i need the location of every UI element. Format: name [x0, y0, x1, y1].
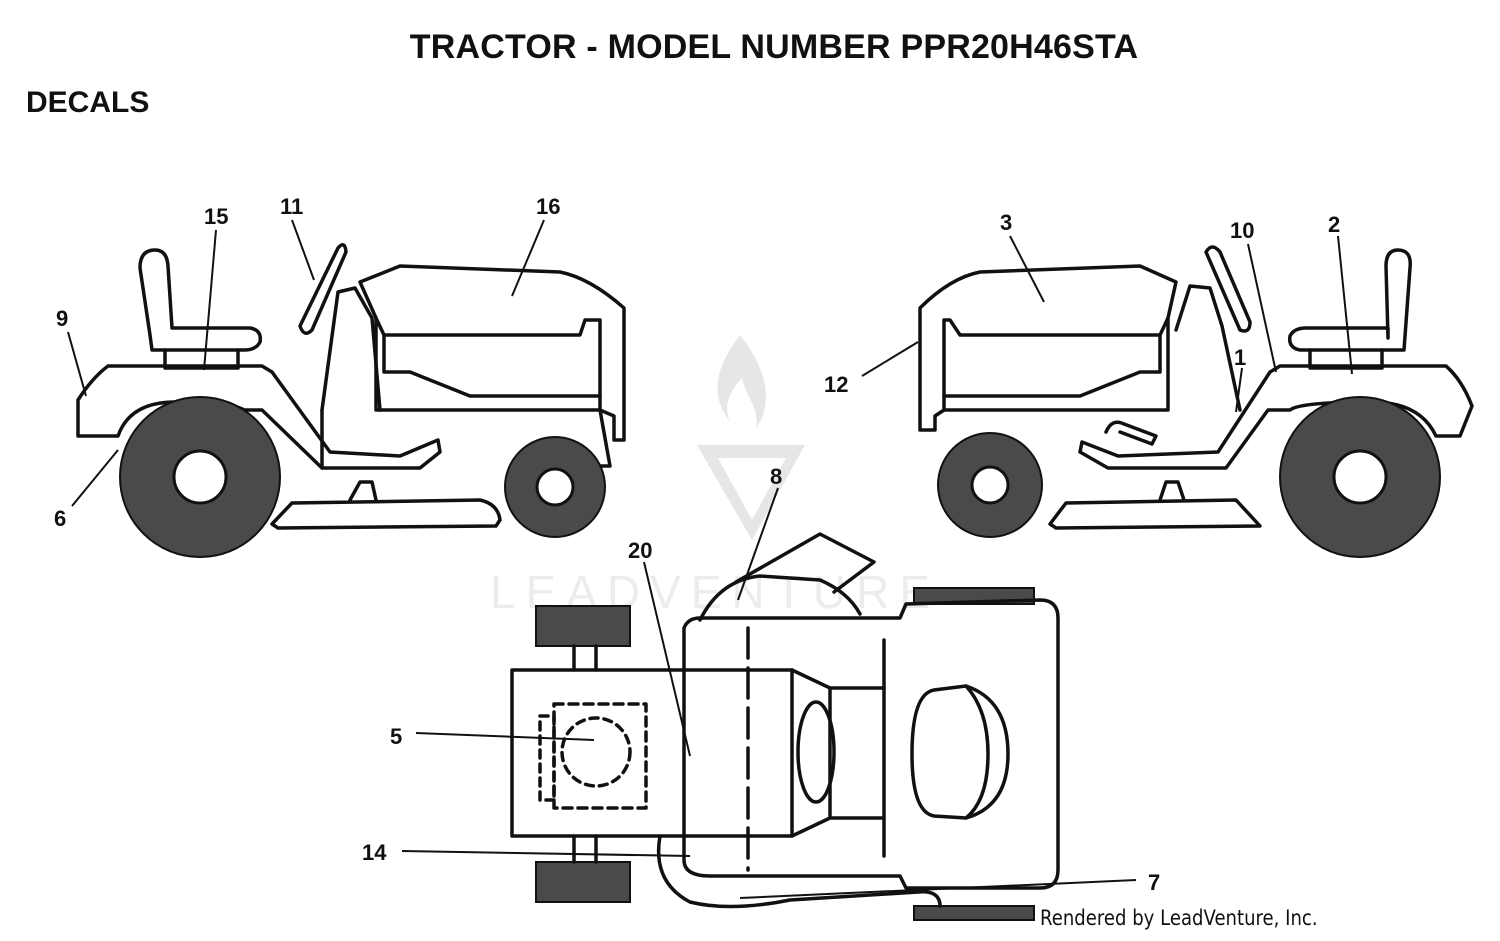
top-seat — [910, 684, 1010, 820]
callout-7: 7 — [1148, 870, 1160, 895]
callout-20: 20 — [628, 538, 652, 563]
top-front-tire-lower — [913, 905, 1035, 921]
page-title: TRACTOR - MODEL NUMBER PPR20H46STA — [409, 28, 1139, 66]
top-view — [510, 532, 1060, 921]
right-shift-lever — [1104, 420, 1158, 446]
left-rear-rim — [172, 449, 228, 505]
leader-12 — [861, 341, 919, 377]
right-seat-base — [1308, 348, 1384, 370]
callout-2: 2 — [1328, 212, 1340, 237]
left-front-rim — [535, 467, 575, 507]
leader-14 — [401, 850, 691, 857]
top-hood-neck — [790, 668, 886, 838]
right-mower-deck — [1048, 480, 1262, 530]
flame-watermark-icon — [717, 335, 766, 428]
leader-20 — [643, 561, 691, 757]
callout-numbers: 1 2 3 5 6 7 8 9 10 11 12 14 15 16 20 — [54, 194, 1340, 895]
right-steering-wheel — [1204, 245, 1252, 333]
v-watermark-icon — [697, 445, 805, 540]
top-engine-circle — [560, 716, 632, 788]
left-seat-back — [138, 248, 263, 352]
leader-1 — [1235, 367, 1243, 413]
right-rear-fender — [1078, 364, 1474, 470]
callout-14: 14 — [362, 840, 387, 865]
callout-16: 16 — [536, 194, 560, 219]
top-axle-upper — [572, 644, 598, 672]
callout-9: 9 — [56, 306, 68, 331]
right-steering-column — [1174, 284, 1242, 412]
leader-lines — [67, 219, 1353, 899]
top-hood — [510, 668, 794, 838]
left-hood-side — [374, 316, 602, 412]
top-axle-lower — [572, 834, 598, 864]
callout-5: 5 — [390, 724, 402, 749]
right-seat-back — [1287, 248, 1412, 352]
leader-5 — [415, 732, 595, 741]
top-rear-tire-upper — [535, 605, 631, 647]
top-rear-tire-lower — [535, 861, 631, 903]
callout-6: 6 — [54, 506, 66, 531]
callout-12: 12 — [824, 372, 848, 397]
top-dash — [796, 700, 836, 804]
top-fender — [682, 598, 1060, 890]
right-side-view — [918, 245, 1474, 558]
leader-10 — [1247, 243, 1277, 373]
leader-7 — [739, 879, 1137, 899]
callout-11: 11 — [280, 194, 303, 219]
right-hood — [918, 264, 1178, 432]
leader-8 — [737, 487, 779, 601]
leader-6 — [71, 449, 119, 507]
callout-10: 10 — [1230, 218, 1254, 243]
callout-15: 15 — [204, 204, 228, 229]
top-engine-outline-inner — [538, 714, 556, 802]
top-mower-deck — [656, 574, 942, 909]
leader-9 — [67, 331, 87, 397]
left-seat-base — [163, 348, 240, 370]
top-discharge-chute — [734, 532, 876, 594]
leader-3 — [1009, 235, 1045, 303]
callout-1: 1 — [1234, 345, 1246, 370]
leader-16 — [511, 219, 545, 297]
credit-text: Rendered by LeadVenture, Inc. — [1040, 906, 1318, 930]
right-hood-side — [942, 316, 1170, 412]
left-steering-wheel — [298, 243, 348, 335]
right-rear-rim — [1332, 449, 1388, 505]
left-mower-deck — [270, 480, 502, 530]
leader-2 — [1337, 235, 1353, 375]
left-hood — [358, 264, 626, 442]
top-engine-outline — [552, 702, 648, 810]
left-side-view — [76, 243, 626, 558]
leader-15 — [203, 229, 217, 371]
callout-8: 8 — [770, 464, 782, 489]
leader-11 — [291, 219, 315, 281]
callout-3: 3 — [1000, 210, 1012, 235]
section-heading: DECALS — [26, 86, 150, 119]
right-front-rim — [970, 465, 1010, 505]
